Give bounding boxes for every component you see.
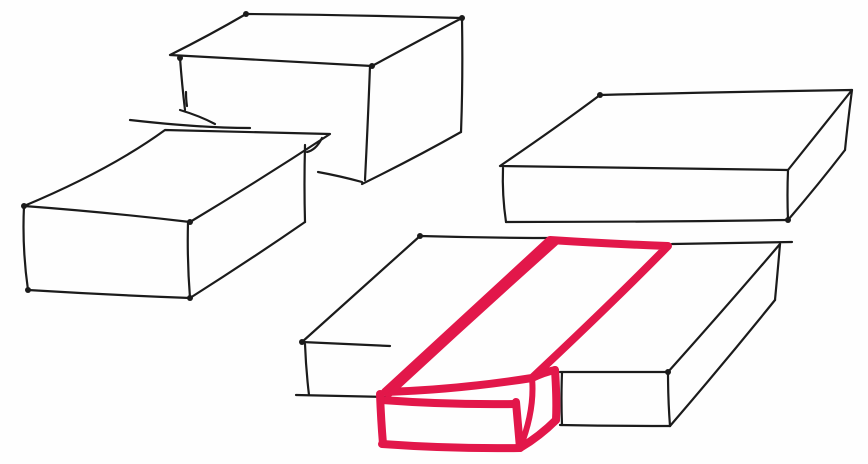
box-bottom-right bbox=[560, 242, 792, 426]
corner-dots bbox=[21, 11, 791, 375]
box-top-right bbox=[500, 90, 852, 222]
box-bottom-center bbox=[296, 236, 558, 397]
box-left bbox=[24, 120, 331, 298]
bar-highlighted bbox=[380, 240, 668, 448]
box-top-left bbox=[170, 14, 462, 184]
